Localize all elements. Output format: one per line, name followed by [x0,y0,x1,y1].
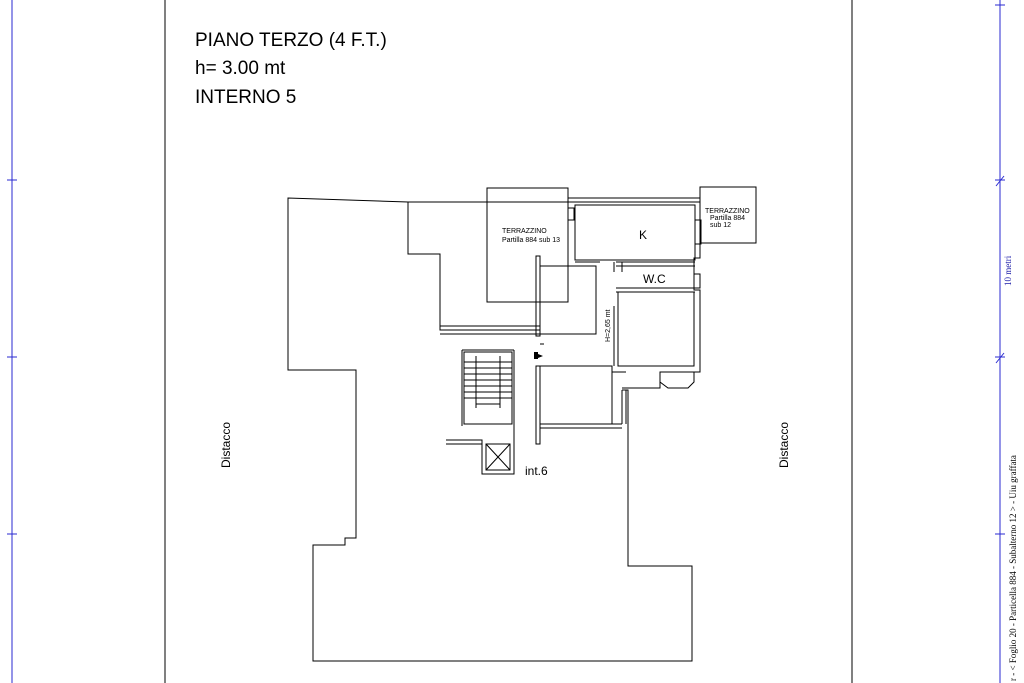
internal-walls [440,197,702,445]
terrace-right-subtitle-2: sub 12 [710,222,731,229]
distacco-left-label: Distacco [219,422,233,468]
terrace-right [699,186,757,244]
int6-label: int.6 [525,464,548,478]
kitchen-label: K [639,228,647,242]
cadastral-reference: r - < Foglio 20 - Particella 884 - Subal… [1008,455,1018,681]
terrace-left-labels: TERRAZZINO Partilla 884 sub 13 [502,228,560,244]
distacco-right-label: Distacco [777,422,791,468]
entrance-door-icon [534,352,543,359]
elevator-shaft [446,439,515,475]
terrace-left-subtitle: Partilla 884 sub 13 [502,237,560,244]
sheet-frame [164,0,853,683]
terrace-right-title: TERRAZZINO [705,208,750,215]
unit-number: INTERNO 5 [195,87,297,108]
terrace-left-title: TERRAZZINO [502,228,547,235]
terrace-right-labels: TERRAZZINO Partilla 884 sub 12 [705,208,750,229]
terrace-right-subtitle-1: Partilla 884 [710,215,745,222]
staircase [461,349,515,444]
scale-bar [995,175,1005,364]
wc-label: W.C [643,272,666,286]
room-height-note: H=2,65 mt [605,309,612,342]
building-outline [287,197,701,662]
blue-margin-frame [7,0,1005,683]
scale-label: 10 metri [1003,255,1013,286]
terrace-left [486,187,569,303]
floor-height: h= 3.00 mt [195,58,286,79]
floor-title: PIANO TERZO (4 F.T.) [195,30,387,51]
